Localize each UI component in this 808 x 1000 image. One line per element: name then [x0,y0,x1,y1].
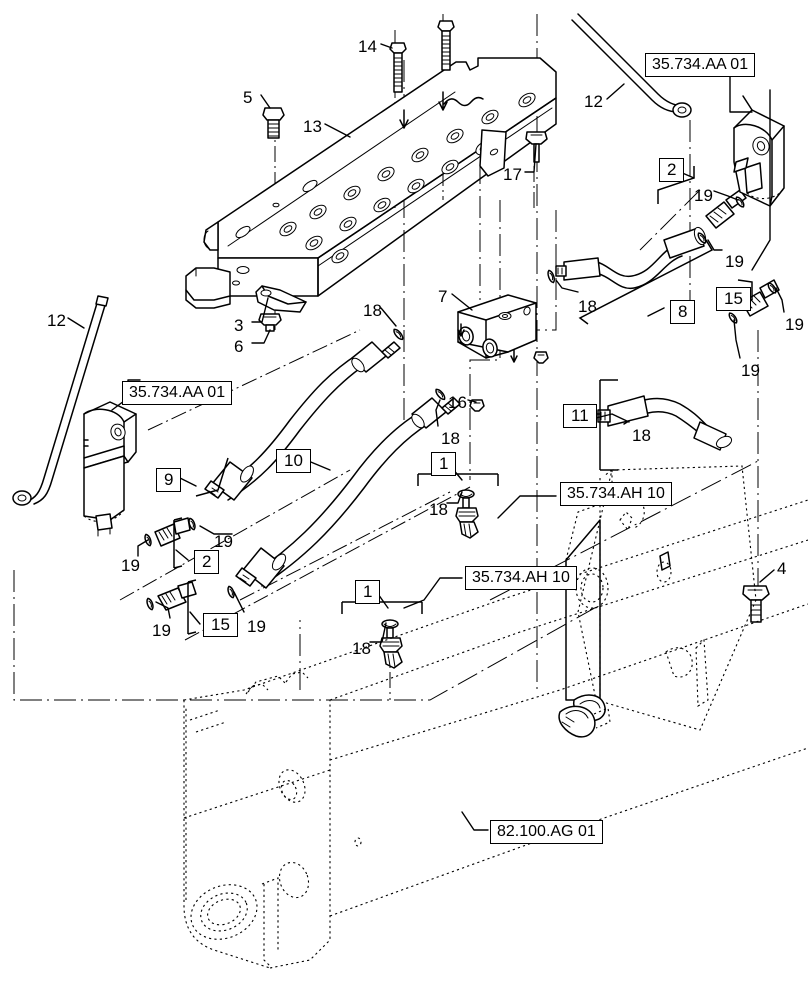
grease-fitting-1-upper [455,489,479,539]
callout-19-g: 19 [152,621,171,640]
callout-18-grease-lower: 18 [352,639,371,658]
callout-box-10[interactable]: 10 [276,449,311,473]
plug-16 [469,399,485,412]
bolt-4 [742,585,770,623]
ref-label-35734ah10-left[interactable]: 35.734.AH 10 [465,566,577,590]
bracket-3 [255,285,307,313]
callout-16: 16 [448,393,467,412]
assembly-arrow-a [399,109,409,129]
callout-18-hose11: 18 [632,426,651,445]
seal-19-right-b [697,232,707,244]
seal-19-left-b [188,517,196,531]
callout-18-lower: 18 [441,429,460,448]
seal-18-hose9 [393,328,404,341]
plug-16-upper [533,351,549,364]
rod-12-left [12,295,109,506]
fitting-15-left [157,581,197,611]
callout-13: 13 [303,117,322,136]
callout-box-11[interactable]: 11 [563,404,597,428]
callout-box-15-right[interactable]: 15 [716,287,751,311]
rod-12-top [571,13,692,118]
callout-19-a: 19 [694,186,713,205]
callout-box-1-lower[interactable]: 1 [355,580,381,604]
assembly-arrow-b [438,91,448,111]
seal-19-right-d [728,312,738,324]
ref-label-35734aa01-left[interactable]: 35.734.AA 01 [122,381,233,405]
callout-19-b: 19 [725,252,744,271]
manifold-block-7 [457,294,537,363]
seal-19-left-c [146,597,154,611]
hose-11 [597,395,733,451]
long-bolt-14-a [389,42,407,93]
callout-box-1-upper[interactable]: 1 [431,452,457,476]
callout-12-top: 12 [584,92,603,111]
callout-14: 14 [358,37,377,56]
seal-19-right-c [767,282,777,294]
callout-19-c: 19 [785,315,804,334]
callout-19-e: 19 [214,532,233,551]
fitting-2-left [154,517,191,547]
callout-18-manifold: 18 [363,301,382,320]
callout-7: 7 [438,287,448,306]
nut-6 [258,313,282,332]
seal-18-hose8 [547,269,555,284]
callout-19-h: 19 [247,617,266,636]
leader-lines [67,43,785,643]
callout-box-15-left[interactable]: 15 [203,613,238,637]
flange-bolt-17 [525,131,548,163]
callout-box-8[interactable]: 8 [670,300,696,324]
seal-19-left-d [227,585,235,599]
cylinder-top-right [733,95,785,207]
short-bolt-5 [262,107,285,139]
hose-10 [235,397,461,589]
callout-leaders [111,71,771,831]
callout-box-9[interactable]: 9 [156,468,182,492]
callout-18-right: 18 [578,297,597,316]
callout-19-d: 19 [741,361,760,380]
mounting-rail-13 [185,57,557,309]
callout-12-left: 12 [47,311,66,330]
callout-6: 6 [234,337,244,356]
long-bolt-14-b [437,20,455,71]
callout-19-f: 19 [121,556,140,575]
seal-18-hose10 [435,388,446,401]
callout-box-2-left[interactable]: 2 [194,550,220,574]
ref-label-82100ag01-bottom[interactable]: 82.100.AG 01 [490,820,603,844]
ref-label-35734aa01-top[interactable]: 35.734.AA 01 [645,53,756,77]
callout-box-2-right[interactable]: 2 [659,158,685,182]
hose-9 [204,341,401,501]
callout-17: 17 [503,165,522,184]
callout-18-grease-upper: 18 [429,500,448,519]
callout-4: 4 [777,559,787,578]
cylinder-left [83,401,137,537]
callout-5: 5 [243,88,253,107]
callout-3: 3 [234,316,244,335]
ref-label-35734ah10-right[interactable]: 35.734.AH 10 [560,482,672,506]
grease-fitting-1-lower [379,619,403,669]
hose-8 [555,226,707,289]
